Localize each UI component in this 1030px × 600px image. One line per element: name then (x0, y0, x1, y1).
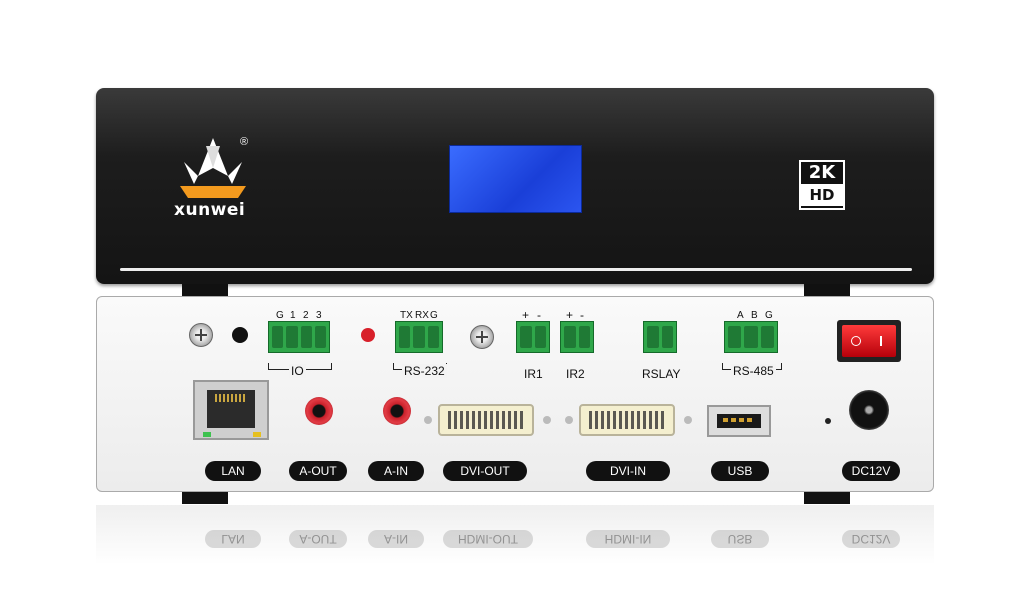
reflection-a-out-label: A-OUT (289, 530, 347, 548)
power-led (361, 328, 375, 342)
rs232-pin-tx: TX (400, 310, 413, 321)
dvi-in-nut-right (684, 416, 692, 424)
reflection-hdmi-in-label: HDMI-IN (586, 530, 670, 548)
dvi-in-nut-left (565, 416, 573, 424)
ir2-label: IR2 (566, 367, 585, 381)
rear-foot-right (804, 492, 850, 504)
2k-hd-badge: 2K HD (799, 160, 845, 210)
audio-out-label: A-OUT (289, 461, 347, 481)
usb-label: USB (711, 461, 769, 481)
ir1-pin-minus: - (537, 308, 541, 322)
front-foot-right (804, 284, 850, 296)
ir1-pin-plus: + (522, 308, 530, 322)
reflection-a-in-label: A-IN (368, 530, 424, 548)
lan-activity-led (253, 432, 261, 437)
brand-name: xunwei (174, 200, 246, 220)
rs232-pin-rx: RX (415, 310, 429, 321)
reflection-dc12v-label: DC12V (842, 530, 900, 548)
floor-reflection (96, 505, 934, 565)
rs485-pin-a: A (737, 310, 744, 321)
relay-label: RSLAY (642, 367, 681, 381)
rs485-pin-b: B (751, 310, 758, 321)
ir2-pin-plus: + (566, 308, 574, 322)
lan-port[interactable] (193, 380, 269, 440)
audio-in-label: A-IN (368, 461, 424, 481)
badge-2k: 2K (808, 162, 836, 183)
switch-on-icon (880, 336, 882, 346)
rs485-terminal[interactable] (724, 321, 778, 353)
relay-terminal[interactable] (643, 321, 677, 353)
lan-link-led (203, 432, 211, 437)
rs485-pin-g: G (765, 310, 773, 321)
power-switch[interactable] (837, 320, 901, 362)
dvi-in-port[interactable] (579, 404, 675, 436)
ir2-pin-minus: - (580, 308, 584, 322)
rs485-label: RS-485 (731, 364, 776, 378)
brand-logo-icon (180, 138, 246, 198)
dvi-out-label: DVI-OUT (443, 461, 527, 481)
lcd-display (449, 145, 582, 213)
dvi-in-label: DVI-IN (586, 461, 670, 481)
mount-screw-icon (470, 325, 494, 349)
audio-out-jack[interactable] (305, 397, 333, 425)
badge-hd: HD (801, 184, 843, 206)
io-pin-g: G (276, 310, 284, 321)
switch-off-icon (851, 336, 861, 346)
dc-power-jack[interactable] (849, 390, 889, 430)
reflection-usb-label: USB (711, 530, 769, 548)
ground-screw-icon (189, 323, 213, 347)
dc-indicator (825, 418, 831, 424)
ir2-terminal[interactable] (560, 321, 594, 353)
rear-foot-left (182, 492, 228, 504)
registered-mark: ® (240, 136, 249, 148)
reset-hole[interactable] (232, 327, 248, 343)
audio-in-jack[interactable] (383, 397, 411, 425)
io-label: IO (289, 364, 306, 378)
lan-label: LAN (205, 461, 261, 481)
dvi-out-port[interactable] (438, 404, 534, 436)
usb-port[interactable] (707, 405, 771, 437)
dvi-out-nut-left (424, 416, 432, 424)
rs232-pin-g: G (430, 310, 438, 321)
io-terminal[interactable] (268, 321, 330, 353)
ir1-label: IR1 (524, 367, 543, 381)
dvi-out-nut-right (543, 416, 551, 424)
io-pin-3: 3 (316, 310, 322, 321)
front-light-strip (120, 268, 912, 271)
reflection-hdmi-out-label: HDMI-OUT (443, 530, 533, 548)
io-pin-2: 2 (303, 310, 309, 321)
rs232-terminal[interactable] (395, 321, 443, 353)
rs232-label: RS-232 (402, 364, 447, 378)
dc12v-label: DC12V (842, 461, 900, 481)
reflection-lan-label: LAN (205, 530, 261, 548)
ir1-terminal[interactable] (516, 321, 550, 353)
front-foot-left (182, 284, 228, 296)
io-pin-1: 1 (290, 310, 296, 321)
